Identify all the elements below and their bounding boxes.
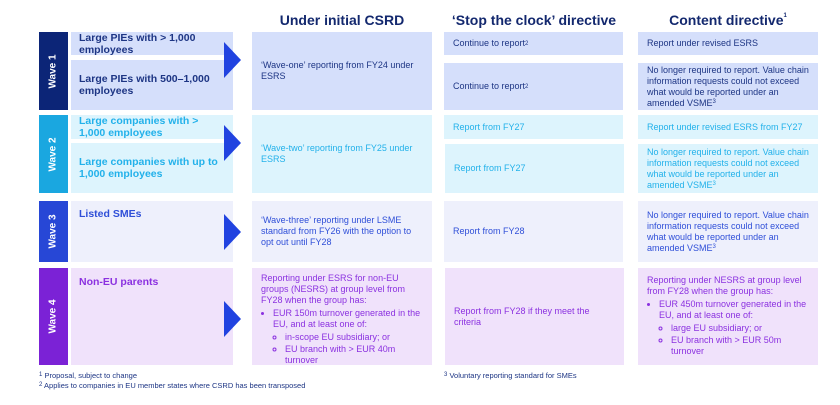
wave-label-text: Wave 3 bbox=[48, 214, 59, 249]
cell-text: Continue to report bbox=[453, 81, 526, 91]
category-cell: Large companies with > 1,000 employees bbox=[71, 115, 233, 139]
content-cell: Reporting under NESRS at group level fro… bbox=[638, 268, 818, 365]
sub-bullet: EU branch with > EUR 40m turnover bbox=[285, 344, 423, 366]
arrow-icon bbox=[224, 125, 241, 161]
footnote-3: 3 Voluntary reporting standard for SMEs bbox=[444, 371, 577, 380]
content-cell: No longer required to report. Value chai… bbox=[638, 144, 818, 193]
footnote-ref: 2 bbox=[525, 40, 529, 47]
footnote-ref: 1 bbox=[39, 372, 43, 378]
category-cell: Listed SMEs bbox=[71, 201, 233, 262]
footnote-text: Proposal, subject to change bbox=[44, 371, 137, 380]
wave-label-text: Wave 2 bbox=[48, 136, 59, 172]
footnote-ref: 2 bbox=[39, 382, 43, 388]
arrow-icon bbox=[224, 42, 241, 78]
footnote-ref: 1 bbox=[783, 13, 787, 19]
csrd-cell: ‘Wave-two’ reporting from FY25 under ESR… bbox=[252, 115, 432, 193]
cell-text: No longer required to report. Value chai… bbox=[647, 146, 809, 190]
content-cell: No longer required to report. Value chai… bbox=[638, 201, 818, 262]
wave-label-text: Wave 4 bbox=[48, 299, 59, 334]
header-initial-csrd: Under initial CSRD bbox=[279, 12, 405, 28]
category-cell: Large PIEs with > 1,000 employees bbox=[71, 32, 233, 56]
wave-1-label: Wave 1 bbox=[39, 32, 68, 110]
wave-3-label: Wave 3 bbox=[39, 201, 68, 262]
content-cell: Report under revised ESRS from FY27 bbox=[638, 115, 818, 139]
cell-text: No longer required to report. Value chai… bbox=[647, 64, 809, 108]
bullet-text: EUR 450m turnover generated in the EU, a… bbox=[659, 299, 807, 320]
stop-cell: Report from FY28 bbox=[444, 201, 623, 262]
sub-bullet: large EU subsidiary; or bbox=[671, 323, 809, 334]
category-cell: Non-EU parents bbox=[71, 268, 233, 365]
footnote-ref: 3 bbox=[444, 372, 448, 378]
bullet: EUR 450m turnover generated in the EU, a… bbox=[659, 299, 809, 357]
sub-bullet: in-scope EU subsidiary; or bbox=[285, 332, 423, 343]
cell-text: No longer required to report. Value chai… bbox=[647, 209, 809, 253]
cell-text: Reporting under ESRS for non-EU groups (… bbox=[261, 273, 406, 305]
header-text: Content directive bbox=[669, 12, 784, 28]
footnote-ref: 2 bbox=[525, 83, 529, 90]
content-cell: Report under revised ESRS bbox=[638, 32, 818, 55]
csrd-cell: Reporting under ESRS for non-EU groups (… bbox=[252, 268, 432, 365]
category-cell: Large PIEs with 500–1,000 employees bbox=[71, 60, 233, 110]
footnote-ref: 3 bbox=[712, 243, 716, 250]
wave-4-label: Wave 4 bbox=[39, 268, 68, 365]
content-cell: No longer required to report. Value chai… bbox=[638, 63, 818, 110]
footnote-1: 1 Proposal, subject to change bbox=[39, 371, 137, 380]
footnote-ref: 3 bbox=[712, 98, 716, 105]
sub-bullet: EU branch with > EUR 50m turnover bbox=[671, 335, 809, 357]
arrow-icon bbox=[224, 301, 241, 337]
footnote-text: Applies to companies in EU member states… bbox=[44, 381, 306, 390]
csrd-cell: ‘Wave-one’ reporting from FY24 under ESR… bbox=[252, 32, 432, 110]
stop-cell: Report from FY27 bbox=[444, 115, 623, 139]
header-content-directive: Content directive1 bbox=[638, 12, 818, 28]
arrow-icon bbox=[224, 214, 241, 250]
bullet: EUR 150m turnover generated in the EU, a… bbox=[273, 308, 423, 366]
header-stop-the-clock: ‘Stop the clock’ directive bbox=[451, 12, 617, 28]
cell-text: Continue to report bbox=[453, 38, 526, 48]
footnote-ref: 3 bbox=[712, 180, 716, 187]
csrd-cell: ‘Wave-three’ reporting under LSME standa… bbox=[252, 201, 432, 262]
stop-cell: Report from FY27 bbox=[445, 144, 624, 193]
category-cell: Large companies with up to 1,000 employe… bbox=[71, 143, 233, 193]
footnote-2: 2 Applies to companies in EU member stat… bbox=[39, 381, 305, 390]
wave-label-text: Wave 1 bbox=[48, 53, 59, 89]
bullet-text: EUR 150m turnover generated in the EU, a… bbox=[273, 308, 421, 329]
stop-cell: Report from FY28 if they meet the criter… bbox=[445, 268, 624, 365]
cell-text: Reporting under NESRS at group level fro… bbox=[647, 275, 802, 296]
wave-2-label: Wave 2 bbox=[39, 115, 68, 193]
footnote-text: Voluntary reporting standard for SMEs bbox=[449, 371, 577, 380]
